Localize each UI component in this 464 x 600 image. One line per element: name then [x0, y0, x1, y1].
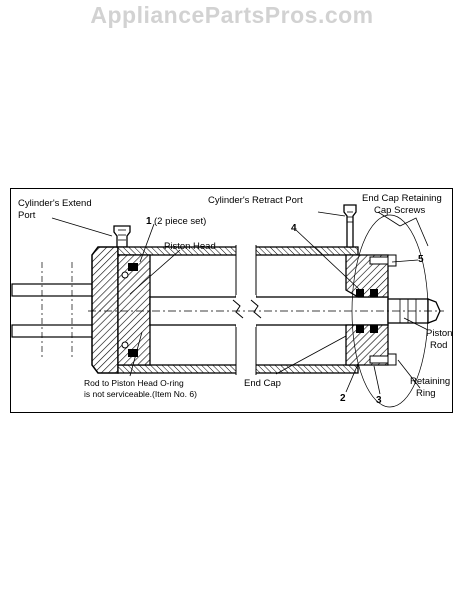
end-cap-screws-label-line2: Cap Screws [374, 205, 425, 216]
callout-1: 1 [146, 216, 152, 227]
mounting-clevis [11, 262, 99, 358]
callout-5: 5 [418, 254, 424, 265]
extend-port-label: Cylinder's Extend [18, 198, 92, 209]
end-cap-screws-label: End Cap Retaining [362, 193, 442, 204]
watermark: AppliancePartsPros.com [90, 2, 374, 28]
retract-port-fitting [343, 204, 357, 248]
retaining-ring-label: Retaining [410, 376, 450, 387]
end-cap-label: End Cap [244, 378, 281, 389]
cap-screws [369, 254, 397, 366]
leader-lines [51, 211, 429, 395]
piston-rod-label: Piston [426, 328, 452, 339]
cylinder-barrel [117, 245, 359, 375]
piston-rod-label-line2: Rod [430, 340, 447, 351]
callout-3: 3 [376, 395, 382, 406]
callout-2: 2 [340, 393, 346, 404]
end-cap-highlight [351, 214, 429, 408]
retaining-ring-label-line2: Ring [416, 388, 436, 399]
retract-port-label: Cylinder's Retract Port [208, 195, 303, 206]
extend-port-label-line2: Port [18, 210, 36, 221]
extend-port-fitting [113, 225, 131, 248]
callout-4: 4 [291, 223, 297, 234]
piston-head-label: Piston Head [164, 241, 216, 252]
rear-cap [91, 246, 119, 374]
piston-head-set-note: (2 piece set) [154, 216, 206, 227]
oring-note-line2: is not serviceable.(Item No. 6) [84, 389, 197, 399]
piston-head [117, 254, 151, 366]
oring-note: Rod to Piston Head O-ring [84, 378, 184, 388]
